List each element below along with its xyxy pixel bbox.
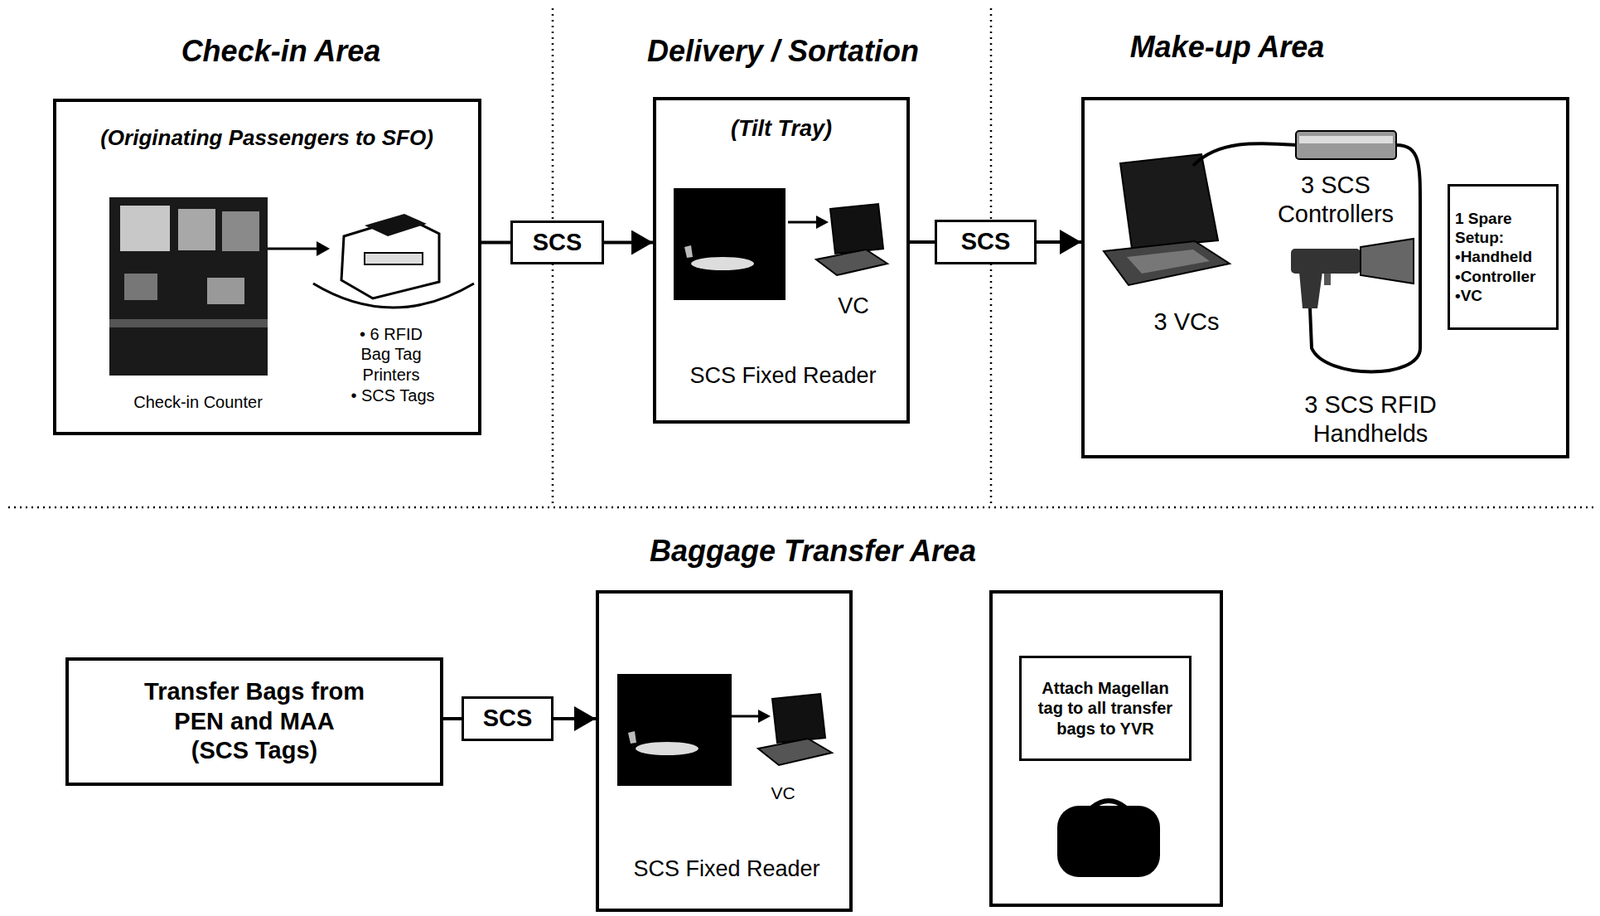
process-box: SCS xyxy=(461,696,554,741)
flow-arrow xyxy=(267,241,330,257)
node-text: • SCS Tags xyxy=(338,385,447,406)
area-panel: (Originating Passengers to SFO) Check-in … xyxy=(53,98,482,436)
flow-arrow xyxy=(731,709,771,723)
controller-icon xyxy=(1295,130,1397,160)
node-text: •Controller xyxy=(1454,266,1536,286)
area-panel: (Tilt Tray) VC SCS Fixed Reader xyxy=(652,96,910,424)
section-title: Make-up Area xyxy=(1011,29,1443,66)
node-text: 3 SCS RFID Handhelds xyxy=(1287,390,1454,450)
photo-ground xyxy=(109,197,268,376)
flow-arrow xyxy=(787,215,829,229)
reader-ground xyxy=(617,673,732,786)
laptop-base xyxy=(816,249,888,276)
reader-ground xyxy=(673,188,786,300)
flow-connector xyxy=(481,241,511,245)
photo-window xyxy=(222,211,260,252)
bag-handle xyxy=(1092,800,1126,808)
node-text: SCS xyxy=(532,227,583,257)
controller-body xyxy=(1295,130,1397,160)
node-text: SCS xyxy=(483,703,533,733)
process-box: 1 Spare Setup:•Handheld•Controller•VC xyxy=(1447,183,1559,330)
section-dividers xyxy=(8,8,1596,508)
process-box: SCS xyxy=(934,219,1037,265)
laptop-keys xyxy=(1126,249,1210,274)
laptop-screen xyxy=(772,693,826,743)
reader-antenna xyxy=(691,256,755,271)
flow-connector xyxy=(443,716,462,721)
node-text: • 6 RFID Bag Tag Printers xyxy=(344,323,438,385)
node-text: 3 SCS Controllers xyxy=(1261,170,1411,230)
laptop-icon xyxy=(816,203,888,276)
node-text: •Handheld xyxy=(1454,246,1533,266)
node-text: (Tilt Tray) xyxy=(661,115,902,143)
handheld-trigger xyxy=(1324,273,1331,286)
process-box: Transfer Bags from PEN and MAA(SCS Tags) xyxy=(65,657,444,786)
photo-window xyxy=(120,205,170,252)
node-text: SCS Fixed Reader xyxy=(662,362,904,390)
laptop-base xyxy=(758,738,832,765)
node-text: VC xyxy=(749,782,817,804)
laptop-screen xyxy=(1120,154,1219,249)
flow-connector xyxy=(909,240,935,244)
node-text: VC xyxy=(820,292,887,320)
reader-glint xyxy=(684,245,693,258)
flow-connector xyxy=(1036,240,1082,244)
area-panel: VC SCS Fixed Reader xyxy=(595,589,853,912)
node-text: (SCS Tags) xyxy=(134,735,375,765)
node-text: SCS Fixed Reader xyxy=(606,855,847,883)
flow-connector xyxy=(604,241,653,245)
bag-body xyxy=(1057,805,1161,877)
fixed-reader-photo xyxy=(673,188,786,300)
node-text: •VC xyxy=(1454,285,1483,305)
printer-slot xyxy=(364,252,423,265)
arrow-line xyxy=(267,247,319,251)
node-text: (Originating Passengers to SFO) xyxy=(59,125,474,152)
laptop-icon xyxy=(1103,154,1230,286)
laptop-icon xyxy=(758,693,832,765)
node-text: Check-in Counter xyxy=(102,391,294,412)
arrow-line xyxy=(787,221,818,224)
handheld-reader-icon xyxy=(1290,238,1414,309)
divider-line xyxy=(8,506,1596,509)
controller-highlight xyxy=(1299,135,1393,144)
laptop-screen xyxy=(830,203,884,254)
tagging-panel xyxy=(990,591,1222,905)
handheld-barrel xyxy=(1290,248,1361,274)
photo-monitor xyxy=(124,273,158,300)
handheld-grip xyxy=(1299,271,1323,309)
printer-top xyxy=(364,213,427,237)
arrow-head xyxy=(816,215,829,229)
process-box: Attach Magellan tag to all transfer bags… xyxy=(1019,655,1192,761)
process-box: SCS xyxy=(510,220,605,265)
node-text: Attach Magellan tag to all transfer bags… xyxy=(1029,677,1183,739)
arrow-head xyxy=(758,709,771,723)
photo-window xyxy=(178,208,216,251)
reader-glint xyxy=(628,730,637,744)
section-title: Check-in Area xyxy=(65,33,497,70)
cable-line xyxy=(1193,143,1296,166)
arrow-head xyxy=(316,241,330,257)
flow-connector xyxy=(553,716,596,721)
bag-tag-printer xyxy=(313,213,474,308)
handheld-cone xyxy=(1360,238,1414,284)
section-title: Baggage Transfer Area xyxy=(597,532,1029,570)
bag-icon xyxy=(1057,800,1161,877)
cable xyxy=(1193,143,1421,372)
laptop-base xyxy=(1103,241,1230,286)
section-title: Delivery / Sortation xyxy=(567,33,999,70)
area-panel: 3 VCs 3 SCS Controllers 3 SCS RFID Handhel… xyxy=(1081,96,1570,459)
node-text: 3 VCs xyxy=(1120,307,1253,337)
photo-counter xyxy=(109,319,268,328)
node-text: 1 Spare Setup: xyxy=(1454,208,1552,247)
arrow-line xyxy=(731,715,760,718)
check-in-photo xyxy=(109,197,268,376)
node-text: Transfer Bags from PEN and MAA xyxy=(134,676,375,736)
fixed-reader-photo xyxy=(617,673,732,786)
photo-monitor xyxy=(207,277,245,305)
node-text: SCS xyxy=(961,227,1011,257)
reader-antenna xyxy=(635,741,699,755)
